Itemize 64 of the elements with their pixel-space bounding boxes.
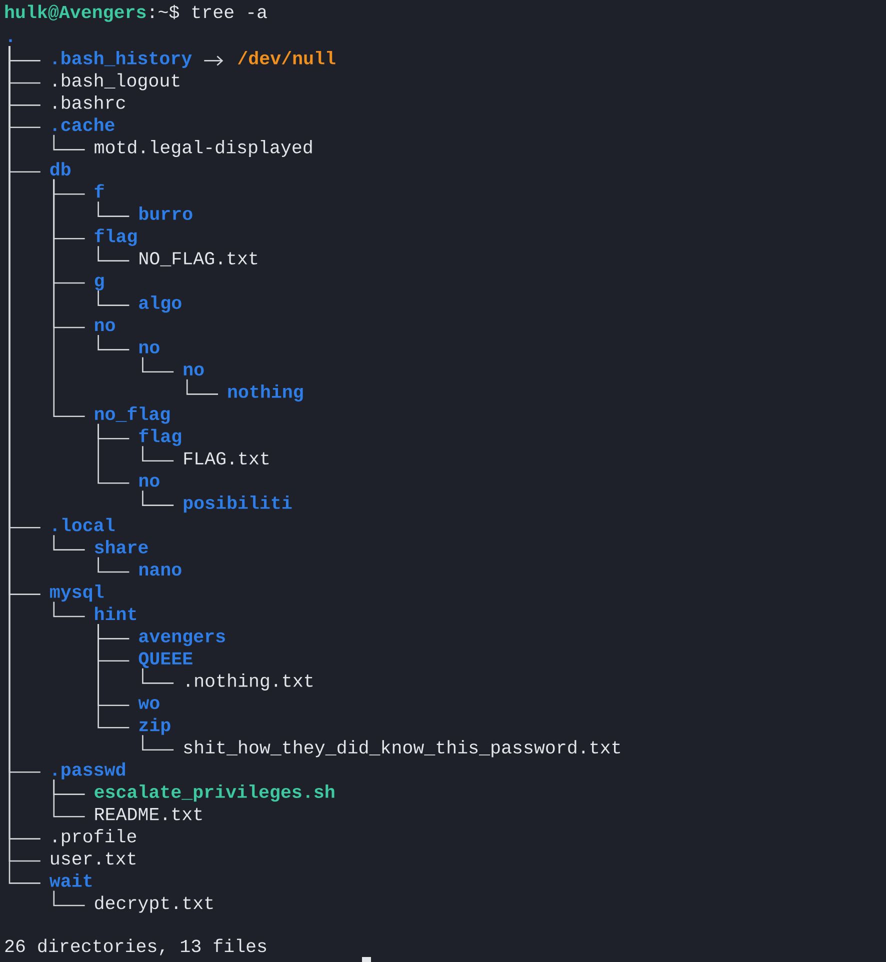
directory-name: zip	[139, 718, 170, 735]
directory-name: no	[95, 321, 115, 332]
file-name: .nothing.txt	[187, 673, 312, 690]
tree-line	[142, 446, 174, 462]
directory-name: avengers	[139, 632, 225, 646]
directory-name: mysql	[50, 584, 104, 602]
directory-name: no	[139, 476, 160, 487]
directory-name: .cache	[54, 118, 114, 132]
file-name: .bash_logout	[54, 73, 180, 90]
file-name: .bashrc	[54, 95, 125, 109]
directory-name: wait	[50, 873, 92, 887]
tree-line	[142, 490, 174, 506]
file-name: FLAG.txt	[184, 452, 269, 465]
directory-name: no	[184, 366, 204, 376]
directory-name: g	[94, 276, 104, 290]
directory-name: nothing	[228, 384, 303, 402]
file-name: user.txt	[51, 852, 136, 865]
directory-name: db	[50, 162, 70, 176]
shell-prompt: hulk@Avengers	[5, 4, 146, 22]
tree-line	[98, 424, 130, 484]
directory-name: .	[9, 39, 12, 42]
directory-name: f	[94, 184, 104, 198]
directory-name: .passwd	[54, 762, 126, 780]
directory-name: no_flag	[95, 406, 170, 424]
tree-line	[98, 246, 130, 262]
file-name: shit_how_they_did_know_this_password.txt	[184, 740, 620, 758]
command-text: :~$ tree -a	[151, 4, 267, 20]
tree-line	[53, 890, 85, 906]
tree-line	[98, 202, 130, 217]
directory-name: posibiliti	[184, 496, 292, 513]
directory-name: wo	[138, 699, 160, 710]
directory-name: nano	[139, 566, 182, 576]
tree-line	[98, 335, 130, 350]
directory-name: flag	[94, 228, 137, 246]
directory-name: QUEEE	[138, 652, 192, 668]
tree-line	[53, 179, 85, 418]
directory-name: share	[94, 540, 148, 554]
directory-name: .bash_history	[54, 50, 192, 68]
tree-line	[186, 379, 218, 395]
directory-name: no	[139, 343, 160, 354]
file-name: motd.legal-displayed	[94, 140, 312, 157]
summary-text: 26 directories, 13 files	[5, 938, 266, 956]
directory-name: burro	[139, 206, 192, 220]
script-name: escalate_privileges.sh	[94, 784, 334, 802]
file-name: README.txt	[95, 808, 202, 820]
directory-name: flag	[139, 428, 182, 446]
tree-line	[98, 557, 130, 573]
arrow	[204, 56, 224, 66]
tree-line	[53, 602, 85, 618]
link-target: /dev/null	[238, 50, 336, 64]
tree-line	[142, 357, 174, 373]
directory-name: algo	[139, 296, 182, 313]
tree-line	[53, 134, 85, 150]
file-name: decrypt.txt	[95, 896, 213, 913]
file-name: .profile	[54, 829, 136, 846]
tree-line	[53, 535, 85, 550]
tree-line	[98, 290, 130, 306]
tree-line	[142, 735, 174, 751]
tree-line	[53, 780, 85, 818]
file-name: NO_FLAG.txt	[140, 252, 258, 266]
directory-name: .local	[54, 518, 115, 532]
directory-name: hint	[95, 606, 136, 620]
tree-line	[98, 624, 130, 728]
tree-line	[142, 668, 174, 684]
